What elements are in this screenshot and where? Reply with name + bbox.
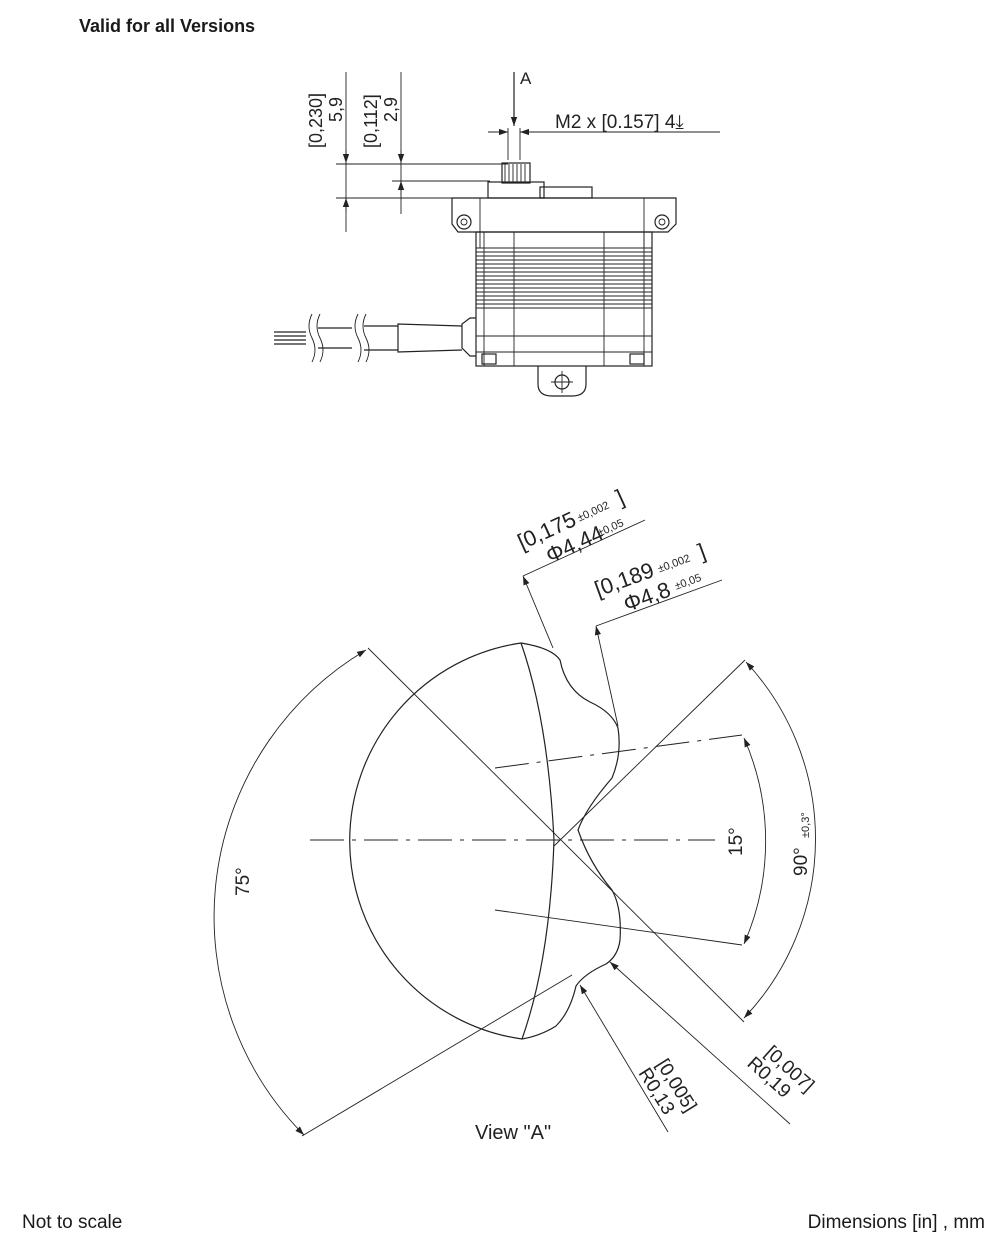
- tooth-profile: [520, 642, 621, 1040]
- pinion-tooth-detail: 15° 90° ±0,3° 75° [0,175 ±0,002 ] Φ4,44 …: [213, 484, 818, 1144]
- angle-90-tolerance: ±0,3°: [800, 812, 812, 838]
- outer-dia-bracket: ]: [695, 538, 709, 564]
- dim-29-mm: 2,9: [381, 97, 401, 122]
- bottom-lug: [537, 366, 587, 397]
- dim-0230-inch: [0,230]: [306, 93, 326, 148]
- pitch-dia-bracket: ]: [612, 484, 628, 509]
- page-title: Valid for all Versions: [79, 16, 256, 36]
- dim-59-mm: 5,9: [326, 97, 346, 122]
- thread-callout: M2 x [0.157] 4⤓: [555, 112, 684, 133]
- motor-side-view: A M2 x [0.157] 4⤓ [0,230] 5,9 [0,112] 2,…: [274, 69, 720, 397]
- pitch-circle-arc: [349, 642, 523, 1040]
- scale-note: Not to scale: [22, 1212, 123, 1233]
- units-note: Dimensions [in] , mm: [807, 1212, 985, 1233]
- view-a-title: View "A": [475, 1122, 551, 1144]
- pinion: [501, 162, 531, 184]
- cable: [274, 313, 476, 363]
- view-a-marker: A: [520, 69, 532, 88]
- angle-75-label: 75°: [233, 867, 254, 896]
- outer-dia-inch-tol: ±0,002: [656, 553, 692, 576]
- angle-15-label: 15°: [726, 827, 747, 856]
- height-dimensions: [0,230] 5,9 [0,112] 2,9: [306, 72, 508, 232]
- mounting-flange: [451, 197, 677, 233]
- motor-housing: [475, 231, 653, 367]
- angle-90-label: 90°: [791, 847, 812, 876]
- pitch-dia-inch-tol: ±0,002: [576, 500, 612, 525]
- dim-0112-inch: [0,112]: [361, 94, 381, 148]
- outer-dia-mm-tol: ±0,05: [673, 572, 703, 593]
